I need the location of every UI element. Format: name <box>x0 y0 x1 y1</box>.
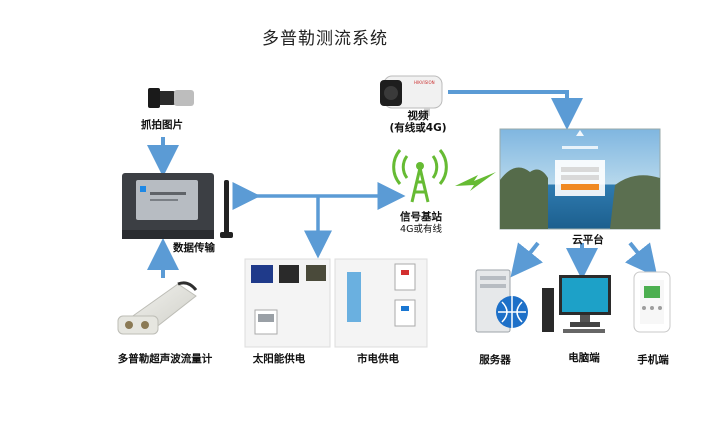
cloud-platform-screen <box>499 128 661 230</box>
server-label: 服务器 <box>479 354 511 366</box>
rtu-label: 数据传输 <box>173 242 215 254</box>
capture-camera-icon <box>148 88 194 108</box>
phone-label: 手机端 <box>637 354 669 366</box>
diagram-title: 多普勒测流系统 <box>262 29 388 49</box>
wireless-link-icon <box>455 172 496 191</box>
signal-label: 信号基站 <box>400 211 442 223</box>
arrow-cloud-to-phone <box>625 241 658 278</box>
mains-power-panel <box>334 258 428 348</box>
mains-label: 市电供电 <box>357 353 399 365</box>
server-icon <box>475 269 528 333</box>
signal-sublabel: 4G或有线 <box>400 224 442 235</box>
cloud-label: 云平台 <box>572 234 604 246</box>
capture-camera-label: 抓拍图片 <box>141 119 183 131</box>
arrow-video-to-cloud <box>448 90 583 130</box>
solar-label: 太阳能供电 <box>252 353 306 365</box>
computer-label: 电脑端 <box>568 352 600 364</box>
arrow-cloud-to-server <box>510 241 543 278</box>
phone-icon <box>633 271 671 333</box>
arrows <box>147 90 658 280</box>
svg-text:HIKVISION: HIKVISION <box>414 80 435 85</box>
doppler-sensor-icon <box>117 281 198 335</box>
computer-icon <box>542 275 611 333</box>
video-camera-icon: HIKVISION <box>380 75 443 116</box>
video-sublabel: (有线或4G) <box>389 122 447 134</box>
video-label: 视频 <box>407 110 429 122</box>
data-transmission-device <box>122 173 233 239</box>
signal-tower-icon <box>392 149 448 203</box>
solar-power-panel <box>244 258 331 348</box>
sensor-label: 多普勒超声波流量计 <box>117 353 213 365</box>
